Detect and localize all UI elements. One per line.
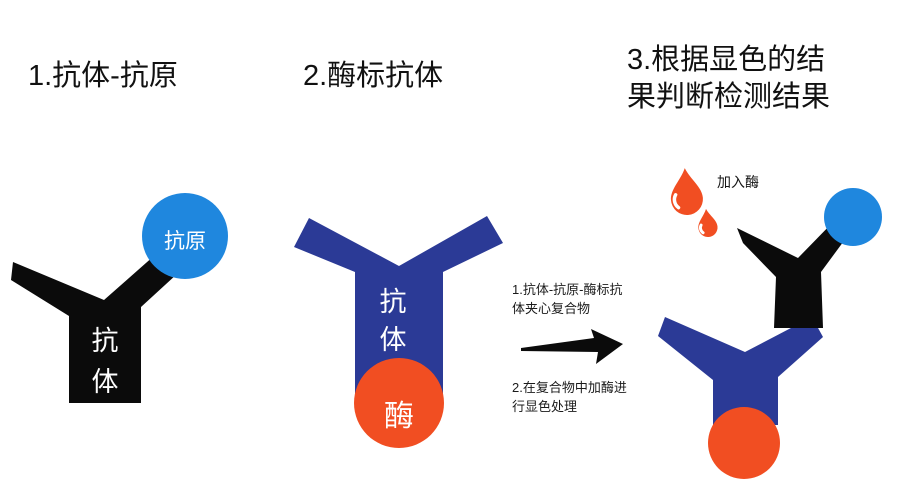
enzyme3-circle [708,407,780,479]
add-enzyme-label: 加入酶 [717,174,759,190]
enzyme2-label: 酶 [384,400,414,433]
antigen1-label: 抗原 [164,230,206,253]
step3-title: 3.根据显色的结 果判断检测结果 [627,44,831,113]
enzyme-droplet-large-icon [670,168,703,215]
right-arrow-icon [521,329,623,364]
antibody2-y-shape [294,216,503,410]
antigen3-circle [824,188,882,246]
antibody1-label: 抗 体 [91,326,119,397]
sandwich-complex-note: 1.抗体-抗原-酶标抗 体夹心复合物 [512,282,623,316]
antigen1-circle [142,193,228,279]
enzyme-droplet-small-icon [698,208,718,237]
step1-title: 1.抗体-抗原 [28,60,178,92]
step2-title: 2.酶标抗体 [303,60,444,92]
enzyme2-circle [354,358,444,448]
antibody3-black-y-shape [737,218,849,328]
antibody1-y-shape [11,240,189,403]
antibody3-blue-y-shape [658,317,823,425]
color-reaction-note: 2.在复合物中加酶进 行显色处理 [512,380,627,414]
antibody2-label: 抗 体 [379,287,407,355]
